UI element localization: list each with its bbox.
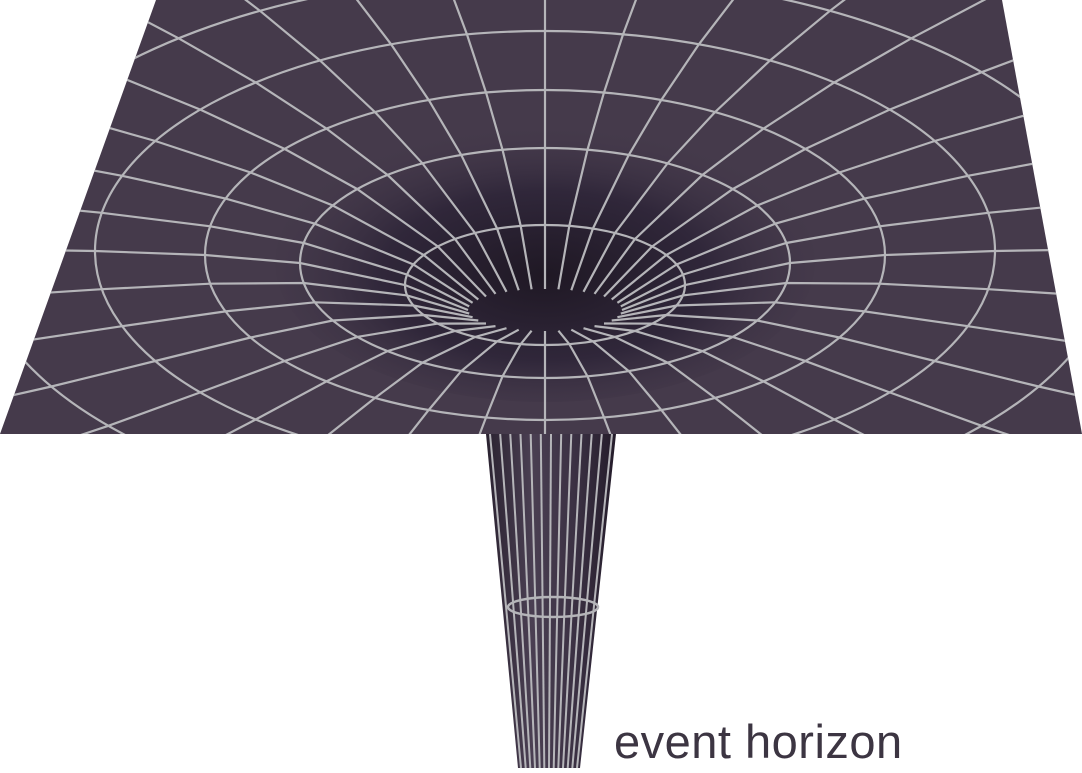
funnel-throat xyxy=(486,434,616,768)
event-horizon-label: event horizon xyxy=(614,718,903,765)
